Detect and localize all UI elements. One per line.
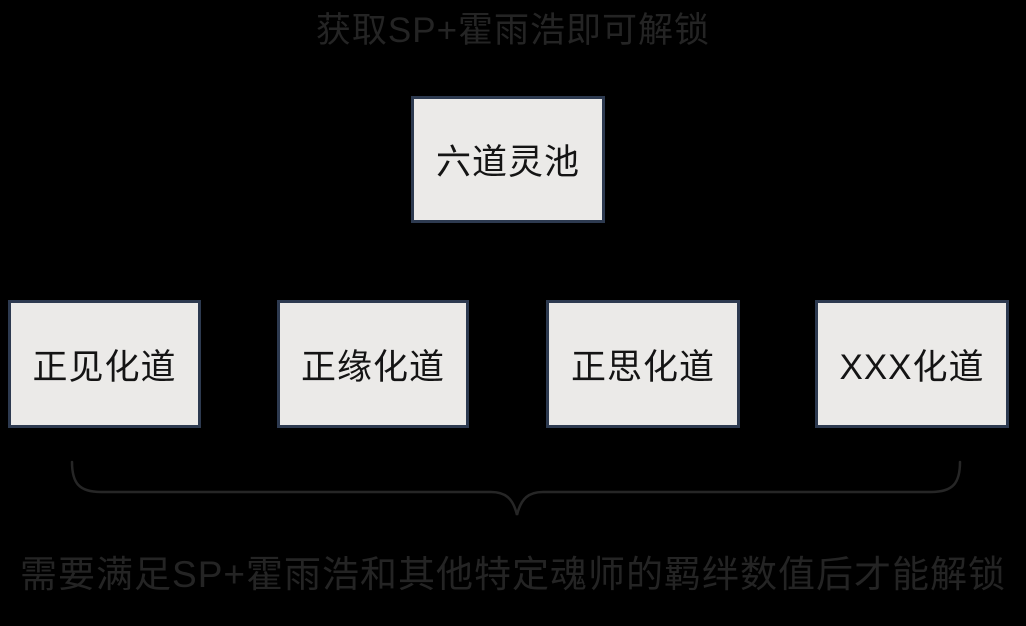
top-caption: 获取SP+霍雨浩即可解锁 <box>315 11 711 50</box>
node-child-2-label: 正缘化道 <box>300 347 445 387</box>
node-child-3: 正思化道 <box>546 300 740 428</box>
node-child-3-label: 正思化道 <box>570 347 715 387</box>
node-child-4-label: XXX化道 <box>839 347 985 387</box>
node-root: 六道灵池 <box>411 96 605 223</box>
node-child-4: XXX化道 <box>815 300 1009 428</box>
node-child-1: 正见化道 <box>8 300 201 428</box>
bottom-caption: 需要满足SP+霍雨浩和其他特定魂师的羁绊数值后才能解锁 <box>20 554 1006 595</box>
node-root-label: 六道灵池 <box>435 143 580 182</box>
node-child-1-label: 正见化道 <box>32 347 177 387</box>
node-child-2: 正缘化道 <box>277 300 469 428</box>
